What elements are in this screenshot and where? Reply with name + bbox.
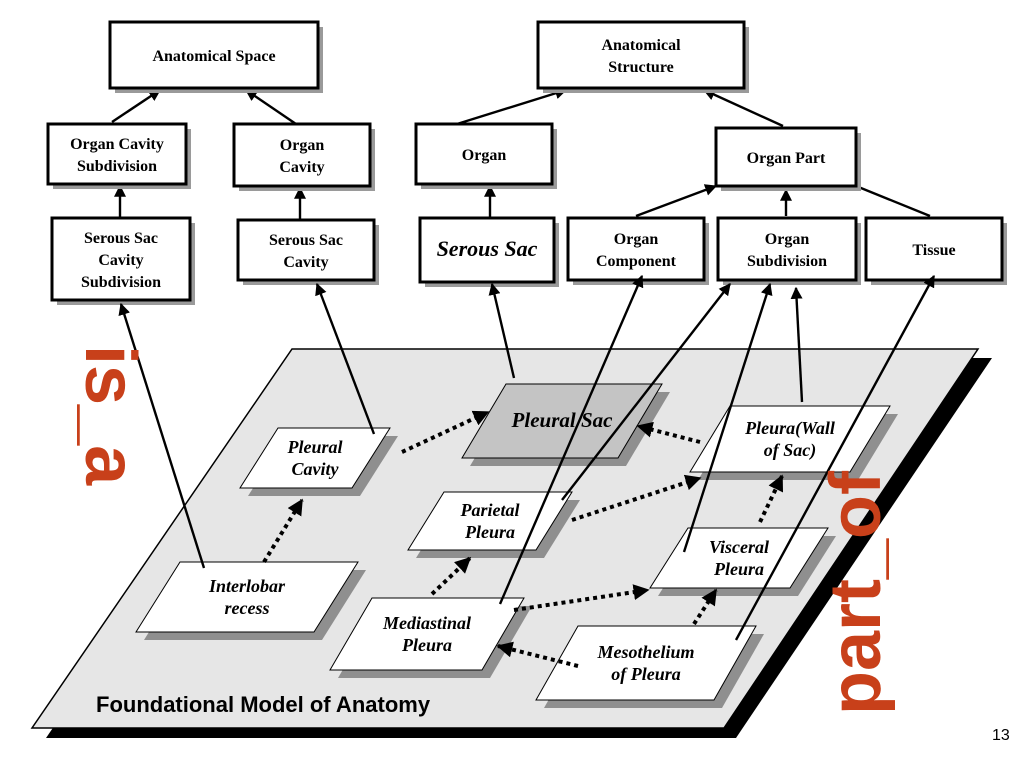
instance-label: Pleura: [401, 635, 452, 655]
class-box-label: Cavity: [98, 252, 143, 269]
page-number: 13: [992, 727, 1010, 744]
instance-label: Pleura: [464, 522, 515, 542]
instance-label: of Pleura: [611, 664, 681, 684]
instance-label: Mesothelium: [596, 642, 694, 662]
instance-label: Cavity: [292, 459, 340, 479]
part-of-label: part_of: [816, 470, 896, 715]
class-box-label: Organ: [614, 231, 659, 248]
instance-label: Interlobar: [208, 576, 286, 596]
class-box-label: Serous Sac: [84, 230, 158, 247]
class-box-organ-part: Organ Part: [714, 126, 861, 191]
class-box-label: Organ: [280, 137, 325, 154]
part-of-edges: [262, 410, 784, 668]
instance-pleural-sac: Pleural Sac: [461, 383, 670, 466]
instance-label: Visceral: [709, 537, 769, 557]
instance-label: Pleura: [713, 559, 764, 579]
instance-label: Pleural: [286, 437, 342, 457]
class-box-label: Tissue: [912, 242, 955, 259]
class-box-label: Organ: [765, 231, 810, 248]
class-box-label: Cavity: [283, 254, 328, 271]
class-box-label: Subdivision: [81, 274, 161, 291]
class-box-label: Serous Sac: [437, 236, 538, 261]
class-box-label: Component: [596, 253, 677, 270]
class-box-label: Serous Sac: [269, 232, 343, 249]
class-box-label: Cavity: [279, 159, 324, 176]
class-box-label: Subdivision: [747, 253, 827, 270]
instance-label: Mediastinal: [382, 613, 471, 633]
class-box-anatomical-space: Anatomical Space: [108, 20, 323, 93]
model-title: Foundational Model of Anatomy: [96, 692, 431, 717]
instance-isa-edges: [118, 274, 936, 641]
class-box-label: Organ Cavity: [70, 136, 164, 153]
instance-label: Pleura(Wall: [744, 418, 835, 439]
class-box-organ: Organ: [414, 122, 557, 189]
is-a-label: is_a: [70, 345, 150, 486]
class-box-serous-sac: Serous Sac: [418, 216, 559, 287]
class-box-label: Anatomical: [601, 37, 681, 54]
instance-label: Pleural Sac: [511, 408, 614, 432]
class-box-label: Organ Part: [747, 150, 826, 167]
instance-label: of Sac): [764, 440, 817, 461]
class-box-tissue: Tissue: [864, 216, 1007, 285]
instance-label: recess: [225, 598, 270, 618]
class-box-label: Structure: [608, 59, 673, 76]
class-box-label: Anatomical Space: [152, 48, 275, 65]
class-box-label: Organ: [462, 147, 507, 164]
instance-label: Parietal: [460, 500, 520, 520]
class-isa-edges: [111, 87, 931, 220]
class-box-label: Subdivision: [77, 158, 157, 175]
